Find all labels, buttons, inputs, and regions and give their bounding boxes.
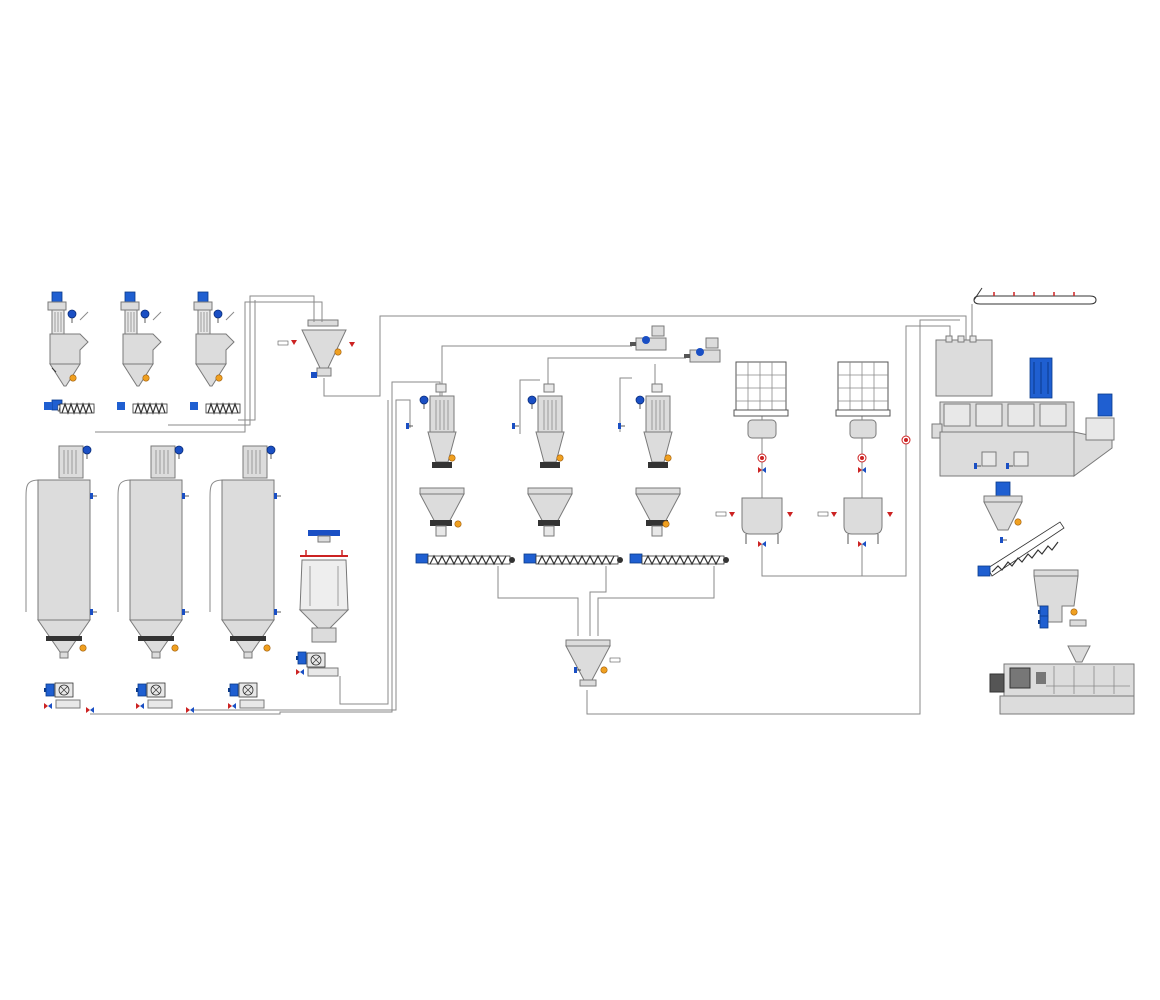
filter-receiver-1[interactable] [44,291,96,415]
inclined-screw-conveyor[interactable] [977,521,1065,577]
extruder-feed-hopper[interactable] [1033,569,1091,663]
vacuum-pump-2[interactable] [684,337,721,363]
weigh-hopper-2[interactable] [511,383,573,537]
screw-feeder-3[interactable] [629,553,729,566]
ibc-tote-2[interactable] [835,361,891,473]
central-cyclone-hopper[interactable] [277,312,355,378]
filter-receiver-3[interactable] [190,291,241,415]
liquid-tank-2[interactable] [817,497,893,547]
ibc-tote-1[interactable] [733,361,789,473]
horizontal-mixer[interactable] [931,335,1115,477]
extruder[interactable] [989,663,1135,715]
big-bag-discharge-station[interactable] [295,530,350,677]
silo-3[interactable] [209,445,282,709]
mixer-discharge-hopper[interactable] [983,481,1023,544]
liquid-dosing-tanks [715,435,911,547]
silo-1[interactable] [25,445,98,713]
weigh-hoppers [405,383,681,537]
filter-receiver-2[interactable] [117,291,168,415]
pipework [90,295,967,715]
screw-feeder-1[interactable] [415,553,515,566]
ibc-totes [733,361,891,473]
filter-receivers [44,291,241,415]
vacuum-pump-units [630,325,721,363]
vacuum-pump-1[interactable] [630,325,667,351]
storage-silos [25,445,282,713]
weigh-hopper-3[interactable] [617,383,681,537]
weigh-hopper-1[interactable] [405,383,465,537]
collecting-hopper[interactable] [565,639,621,687]
belt-conveyor[interactable] [971,287,1097,336]
silo-2[interactable] [117,445,194,713]
screw-feeders [415,553,729,566]
liquid-tank-1[interactable] [715,497,793,547]
screw-feeder-2[interactable] [523,553,623,566]
